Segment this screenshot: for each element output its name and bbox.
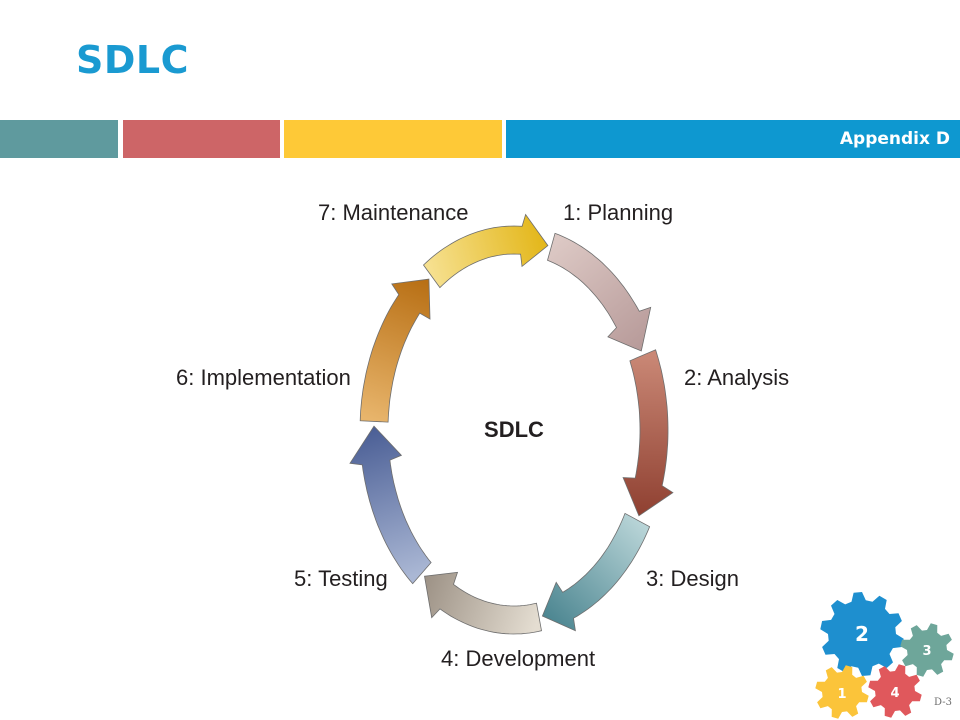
gear-3-number: 3 (922, 644, 931, 659)
phase-label-development: 4: Development (441, 646, 595, 671)
cycle-arrows (349, 213, 674, 635)
gear-4-number: 4 (890, 686, 899, 701)
gears-decoration: 2 3 1 4 (815, 592, 954, 719)
phase-label-maintenance: 7: Maintenance (318, 200, 468, 225)
gear-icon: 1 (815, 665, 869, 719)
gear-icon: 4 (868, 664, 922, 718)
phase-label-analysis: 2: Analysis (684, 365, 789, 390)
phase-label-design: 3: Design (646, 566, 739, 591)
cycle-center-label: SDLC (484, 417, 544, 442)
gear-3-shape (900, 623, 954, 677)
arrow-implementation (349, 425, 432, 585)
section-label: Appendix D (839, 129, 950, 149)
header-bar-teal (0, 120, 118, 158)
gear-1-number: 1 (837, 687, 846, 702)
phase-label-testing: 5: Testing (294, 566, 388, 591)
gear-4-shape (868, 664, 922, 718)
arrow-analysis (547, 232, 652, 352)
header-bar-yellow (284, 120, 502, 158)
arrow-planning (422, 213, 549, 289)
header-bar-blue (506, 120, 960, 158)
header-bar-red (123, 120, 280, 158)
gear-2-number: 2 (855, 622, 869, 646)
page-number: D-3 (934, 697, 952, 708)
phase-label-planning: 1: Planning (563, 200, 673, 225)
arrow-testing (424, 571, 542, 635)
gear-1-shape (815, 665, 869, 719)
gear-icon: 2 (820, 592, 904, 676)
arrow-development (541, 512, 651, 632)
slide-title: SDLC (76, 38, 190, 82)
arrow-maintenance (359, 278, 431, 423)
gear-icon: 3 (900, 623, 954, 677)
arrow-design (622, 349, 674, 517)
phase-label-implementation: 6: Implementation (176, 365, 351, 390)
gear-2-shape (820, 592, 904, 676)
